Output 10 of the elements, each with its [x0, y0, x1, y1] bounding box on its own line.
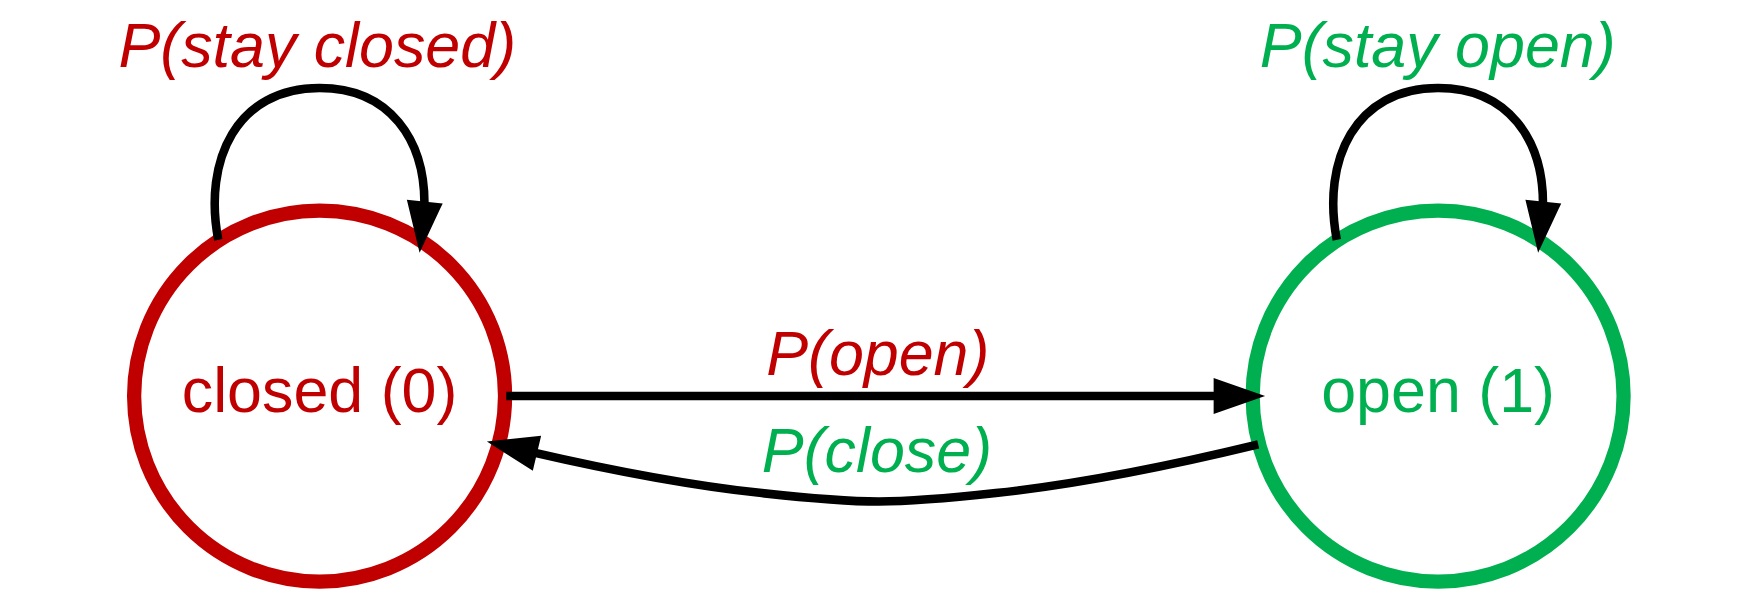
- arrow: [486, 435, 1259, 506]
- edge-label: P(stay closed): [117, 9, 516, 80]
- node-circle: closed (0): [126, 203, 512, 589]
- edge-label: P(open): [765, 317, 989, 388]
- arrow: [1328, 83, 1561, 253]
- edge-label: P(stay open): [1259, 9, 1616, 80]
- arrow: [505, 378, 1265, 415]
- arrow: [210, 83, 443, 253]
- edge-label: P(close): [761, 414, 992, 485]
- node-circle: open (1): [1245, 203, 1631, 589]
